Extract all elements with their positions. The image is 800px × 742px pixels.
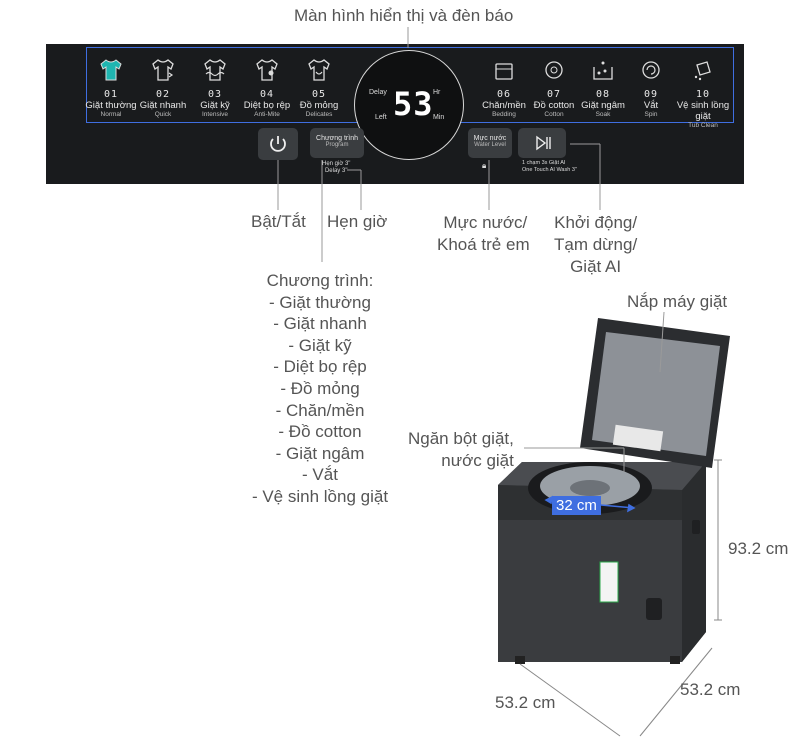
callout-power: Bật/Tắt [251,212,306,231]
cabinet-side [682,462,706,662]
lid-glass [592,332,720,456]
cotton-icon [545,61,563,79]
shirt-fast-icon [152,59,174,81]
depth-label: 53.2 cm [680,680,741,699]
program-list-item: - Giặt thường [269,292,371,312]
shirt-delicate-icon [308,59,330,81]
display-label: Màn hình hiển thị và đèn báo [294,6,514,25]
lid-label: Nắp máy giặt [627,292,728,311]
program-list-item: - Vắt [302,465,338,485]
program-item-quick[interactable]: 02 Giặt nhanh Quick [132,58,194,119]
program-list-item: - Đồ cotton [278,422,362,442]
program-item-intensive[interactable]: 03 Giặt kỹ Intensive [184,58,246,119]
program-list: Chương trình: - Giặt thường - Giặt nhanh… [230,270,410,508]
program-list-item: - Diệt bọ rệp [273,357,367,377]
program-list-title: Chương trình: [266,271,374,290]
program-list-item: - Vệ sinh lồng giặt [251,486,389,506]
program-item-bedding[interactable]: 06 Chăn/mền Bedding [473,58,535,119]
tub-clean-icon [694,61,711,81]
program-list-item: - Đồ mỏng [280,378,360,398]
display-digits: 53 [393,85,434,123]
start-pause-button[interactable] [518,128,566,158]
spin-icon [642,61,660,79]
program-list-item: - Giặt nhanh [273,314,367,334]
program-item-cotton[interactable]: 07 Đồ cotton Cotton [523,58,585,119]
digital-display: Delay Left Hr Min 53 [354,50,464,160]
height-label: 93.2 cm [728,539,789,558]
program-item-delicates[interactable]: 05 Đồ mỏng Delicates [288,58,350,119]
detergent-label: Ngăn bột giặt, nước giặt [408,429,514,470]
tub-diameter-badge: 32 cm [552,496,601,515]
program-item-spin[interactable]: 09 Vắt Spin [620,58,682,119]
program-list-item: - Giặt ngâm [275,443,365,463]
program-item-normal[interactable]: 01 Giặt thường Normal [80,58,142,119]
program-list-item: - Giặt kỹ [288,335,352,355]
power-button[interactable] [258,128,298,160]
child-lock-icon: 🔒︎ [482,161,487,170]
shirt-bug-icon [256,59,278,81]
callout-delay: Hẹn giờ [327,212,388,231]
ai-wash-hint: 1 chạm 3s Giặt AI One Touch AI Wash 3" [522,160,577,173]
program-item-soak[interactable]: 08 Giặt ngâm Soak [572,58,634,119]
blanket-icon [495,63,513,80]
callout-water-level: Mực nước/ Khoá trẻ em [437,213,530,254]
shirt-filled-icon [100,59,122,81]
program-item-anti-mite[interactable]: 04 Diệt bọ rệp Anti-Mite [236,58,298,119]
lid-sticker [612,424,664,452]
width-label: 53.2 cm [495,693,556,712]
tub-pulsator [570,480,610,496]
delay-hint: Hẹn giờ 3" Delay 3" [322,161,351,174]
water-level-button[interactable]: Mực nước Water Level [468,128,512,158]
program-list-item: - Chăn/mền [275,400,365,420]
soak-icon [593,61,613,80]
callout-start: Khởi động/ Tạm dừng/ Giặt AI [554,213,638,276]
shirt-wave-icon [204,59,226,81]
power-icon [270,136,286,152]
play-pause-icon [536,135,551,151]
program-button[interactable]: Chương trình Program [310,128,364,158]
program-item-tub-clean[interactable]: 10 Vệ sinh lồng giặt Tub Clean [670,58,736,130]
